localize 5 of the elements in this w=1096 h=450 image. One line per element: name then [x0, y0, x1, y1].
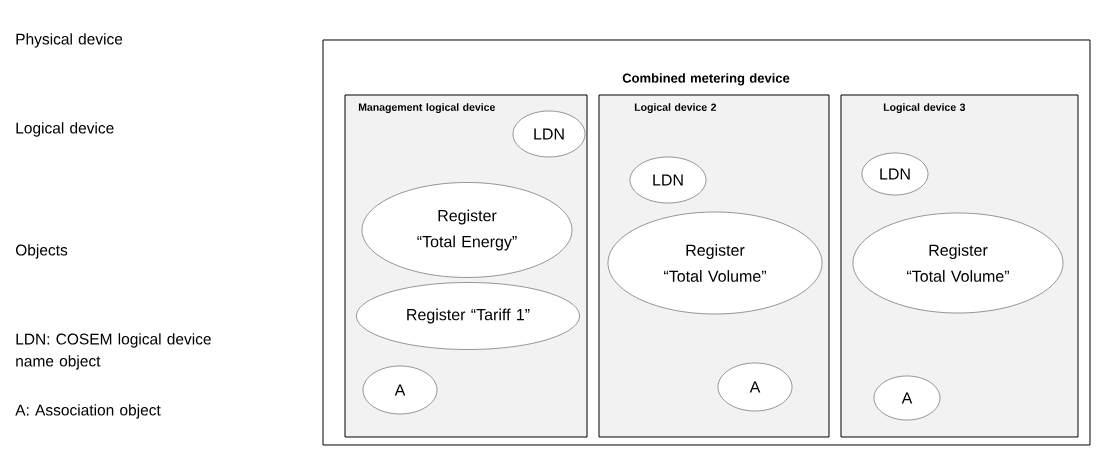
legend-text: LDN: COSEM logical device name object: [16, 333, 211, 370]
legend-text: Objects: [15, 244, 68, 259]
legend-text: Physical device: [16, 33, 123, 48]
legend-text: A: Association object: [15, 404, 161, 419]
legend-text: Logical device: [16, 122, 114, 137]
